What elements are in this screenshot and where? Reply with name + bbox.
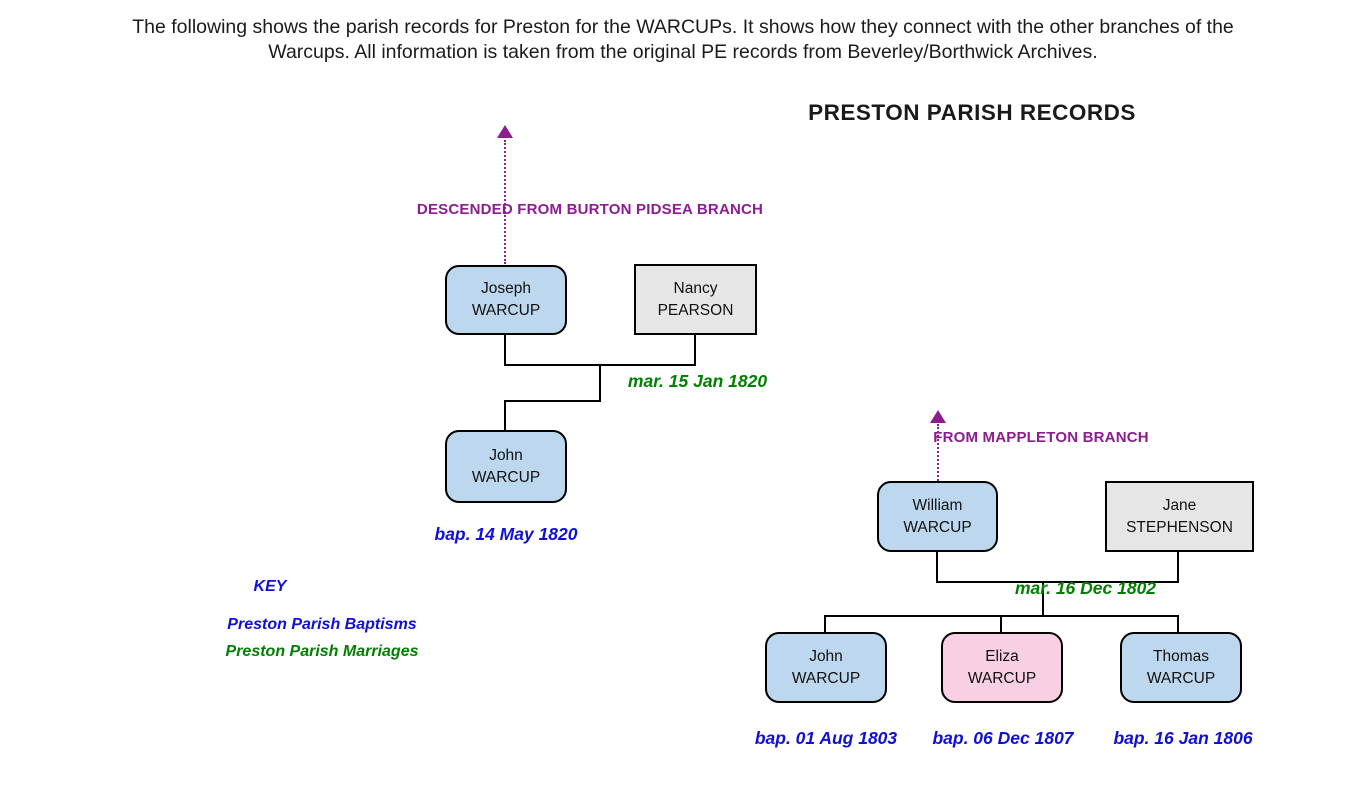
baptism-date-john-1803: bap. 01 Aug 1803 (754, 728, 898, 748)
person-surname: WARCUP (1146, 669, 1216, 687)
person-first-name: Joseph (481, 280, 531, 297)
connector-john2-drop (824, 615, 826, 632)
connector-eliza-drop (1000, 615, 1002, 632)
marriage-date-family2: mar. 16 Dec 1802 (1014, 578, 1157, 598)
intro-line-1: The following shows the parish records f… (132, 16, 1234, 38)
intro-text: The following shows the parish records f… (0, 15, 1366, 65)
person-box-john-warcup-1820: John WARCUP (445, 430, 567, 503)
key-title: KEY (253, 578, 287, 595)
person-box-joseph-warcup: Joseph WARCUP (445, 265, 567, 335)
marriage-date-family1: mar. 15 Jan 1820 (627, 371, 768, 391)
connector-william-down (936, 551, 938, 583)
person-surname: WARCUP (903, 518, 972, 536)
left-branch-label: DESCENDED FROM BURTON PIDSEA BRANCH (416, 201, 764, 218)
person-first-name: Nancy (673, 279, 718, 297)
person-box-thomas-warcup: Thomas WARCUP (1120, 632, 1242, 703)
person-surname: WARCUP (791, 669, 861, 687)
person-box-william-warcup: William WARCUP (877, 481, 998, 552)
person-first-name: Eliza (985, 647, 1019, 665)
baptism-date-eliza: bap. 06 Dec 1807 (932, 728, 1074, 748)
person-surname: WARCUP (471, 302, 541, 319)
page-title: PRESTON PARISH RECORDS (808, 100, 1136, 125)
person-first-name: William (912, 496, 963, 514)
person-surname: PEARSON (657, 301, 734, 319)
connector-nancy-down (694, 335, 696, 366)
connector-marriage2-drop (1042, 581, 1044, 617)
connector-marriage1-drop (599, 364, 601, 402)
intro-line-2: Warcups. All information is taken from t… (268, 41, 1098, 63)
connector-john1-drop (504, 400, 506, 430)
person-box-jane-stephenson: Jane STEPHENSON (1105, 481, 1254, 552)
connector-thomas-drop (1177, 615, 1179, 632)
marriage-line-william-jane (936, 581, 1179, 583)
person-first-name: Jane (1162, 496, 1197, 514)
connector-jane-down (1177, 551, 1179, 583)
person-box-nancy-pearson: Nancy PEARSON (634, 264, 757, 335)
key-item-baptisms: Preston Parish Baptisms (227, 616, 417, 633)
person-first-name: Thomas (1153, 647, 1209, 665)
person-first-name: John (489, 446, 523, 464)
person-surname: STEPHENSON (1126, 518, 1233, 536)
arrow-up-icon (930, 410, 946, 423)
person-box-eliza-warcup: Eliza WARCUP (941, 632, 1063, 703)
baptism-date-john-1820: bap. 14 May 1820 (434, 524, 578, 544)
baptism-date-thomas: bap. 16 Jan 1806 (1113, 728, 1253, 748)
person-surname: WARCUP (967, 669, 1037, 687)
right-branch-label: FROM MAPPLETON BRANCH (933, 429, 1149, 446)
connector-joseph-down (504, 335, 506, 366)
person-box-john-warcup-1803: John WARCUP (765, 632, 887, 703)
descent-dotted-line (937, 424, 939, 481)
person-surname: WARCUP (471, 468, 541, 486)
key-item-marriages: Preston Parish Marriages (225, 643, 419, 660)
connector-step-horizontal (504, 400, 601, 402)
arrow-up-icon (497, 125, 513, 138)
person-first-name: John (809, 647, 843, 665)
descent-dotted-line (504, 140, 506, 264)
